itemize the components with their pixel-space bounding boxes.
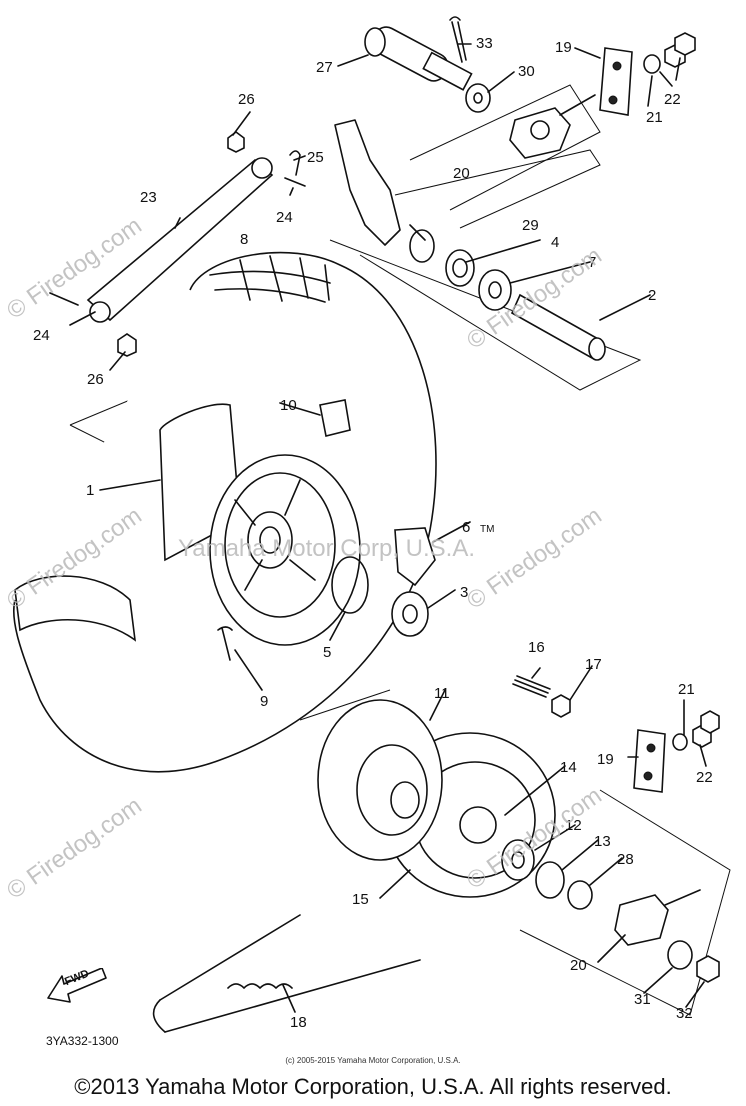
callout-21: 21 bbox=[646, 109, 663, 126]
caliper-bracket bbox=[334, 119, 401, 246]
nut-22 bbox=[700, 710, 720, 734]
callout-15: 15 bbox=[352, 891, 369, 908]
collar-28 bbox=[567, 880, 593, 910]
nut-26 bbox=[117, 333, 137, 357]
callout-32: 32 bbox=[676, 1005, 693, 1022]
callout-19: 19 bbox=[555, 39, 572, 56]
valve-9 bbox=[217, 626, 233, 661]
small-copyright: (c) 2005-2015 Yamaha Motor Corporation, … bbox=[285, 1056, 461, 1065]
sprocket-hub-11 bbox=[317, 699, 443, 861]
callout-16: 16 bbox=[528, 639, 545, 656]
hub-damper-6 bbox=[394, 527, 436, 587]
callout-29: 29 bbox=[522, 217, 539, 234]
part-number: 3YA332-1300 bbox=[46, 1034, 119, 1048]
callout-19: 19 bbox=[597, 751, 614, 768]
callout-17: 17 bbox=[585, 656, 602, 673]
stud-16 bbox=[512, 675, 551, 698]
callout-24: 24 bbox=[33, 327, 50, 344]
washer-21 bbox=[643, 54, 661, 74]
callout-10: 10 bbox=[280, 397, 297, 414]
callout-24: 24 bbox=[276, 209, 293, 226]
guide-line bbox=[299, 689, 391, 721]
bolt-24 bbox=[49, 177, 306, 306]
damper-10 bbox=[319, 399, 351, 437]
callout-22: 22 bbox=[696, 769, 713, 786]
collar-29 bbox=[409, 229, 435, 263]
callout-5: 5 bbox=[323, 644, 332, 661]
cotter-pin-25 bbox=[289, 150, 301, 176]
callout-26: 26 bbox=[87, 371, 104, 388]
guide-line bbox=[394, 149, 601, 229]
chain-adjuster-20 bbox=[614, 894, 669, 946]
callout-33: 33 bbox=[476, 35, 493, 52]
callout-28: 28 bbox=[617, 851, 634, 868]
callout-6: 6 bbox=[462, 519, 471, 536]
callout-30: 30 bbox=[518, 63, 535, 80]
nut-17 bbox=[551, 694, 571, 718]
callout-22: 22 bbox=[664, 91, 681, 108]
adjuster-plate-19 bbox=[599, 47, 633, 116]
callout-2: 2 bbox=[648, 287, 657, 304]
callout-20: 20 bbox=[453, 165, 470, 182]
chain-18 bbox=[159, 914, 421, 1033]
callout-14: 14 bbox=[560, 759, 577, 776]
forward-arrow-icon bbox=[47, 968, 107, 1003]
axle-27 bbox=[364, 26, 473, 91]
callout-27: 27 bbox=[316, 59, 333, 76]
callout-20: 20 bbox=[570, 957, 587, 974]
callout-7: 7 bbox=[588, 254, 597, 271]
callout-3: 3 bbox=[460, 584, 469, 601]
callout-8: 8 bbox=[240, 231, 249, 248]
nut-26 bbox=[227, 131, 245, 153]
callout-4: 4 bbox=[551, 234, 560, 251]
callout-25: 25 bbox=[307, 149, 324, 166]
copyright-notice: ©2013 Yamaha Motor Corporation, U.S.A. A… bbox=[74, 1074, 672, 1099]
wheel-1 bbox=[159, 403, 361, 646]
callout-18: 18 bbox=[290, 1014, 307, 1031]
washer-31 bbox=[667, 940, 693, 970]
yamaha-watermark: Yamaha Motor Corp, U.S.A. bbox=[178, 535, 475, 562]
washer-21 bbox=[672, 733, 688, 751]
leader-lines bbox=[69, 43, 707, 1013]
callout-23: 23 bbox=[140, 189, 157, 206]
callout-11: 11 bbox=[434, 685, 450, 702]
callout-9: 9 bbox=[260, 693, 269, 710]
nut-22 bbox=[674, 32, 696, 56]
callout-13: 13 bbox=[594, 833, 611, 850]
adjuster-plate-19 bbox=[633, 729, 666, 793]
chain-link bbox=[227, 983, 293, 989]
guide-line bbox=[409, 84, 601, 211]
callout-1: 1 bbox=[86, 482, 95, 499]
guide-line bbox=[519, 789, 731, 1016]
o-ring-5 bbox=[331, 556, 369, 614]
callout-21: 21 bbox=[678, 681, 695, 698]
cotter-pin-33 bbox=[449, 16, 467, 63]
trademark-mark: TM bbox=[480, 524, 495, 535]
callout-31: 31 bbox=[634, 991, 651, 1008]
callout-26: 26 bbox=[238, 91, 255, 108]
callout-12: 12 bbox=[565, 817, 582, 834]
oil-seal-13 bbox=[535, 861, 565, 899]
nut-32 bbox=[696, 955, 720, 983]
